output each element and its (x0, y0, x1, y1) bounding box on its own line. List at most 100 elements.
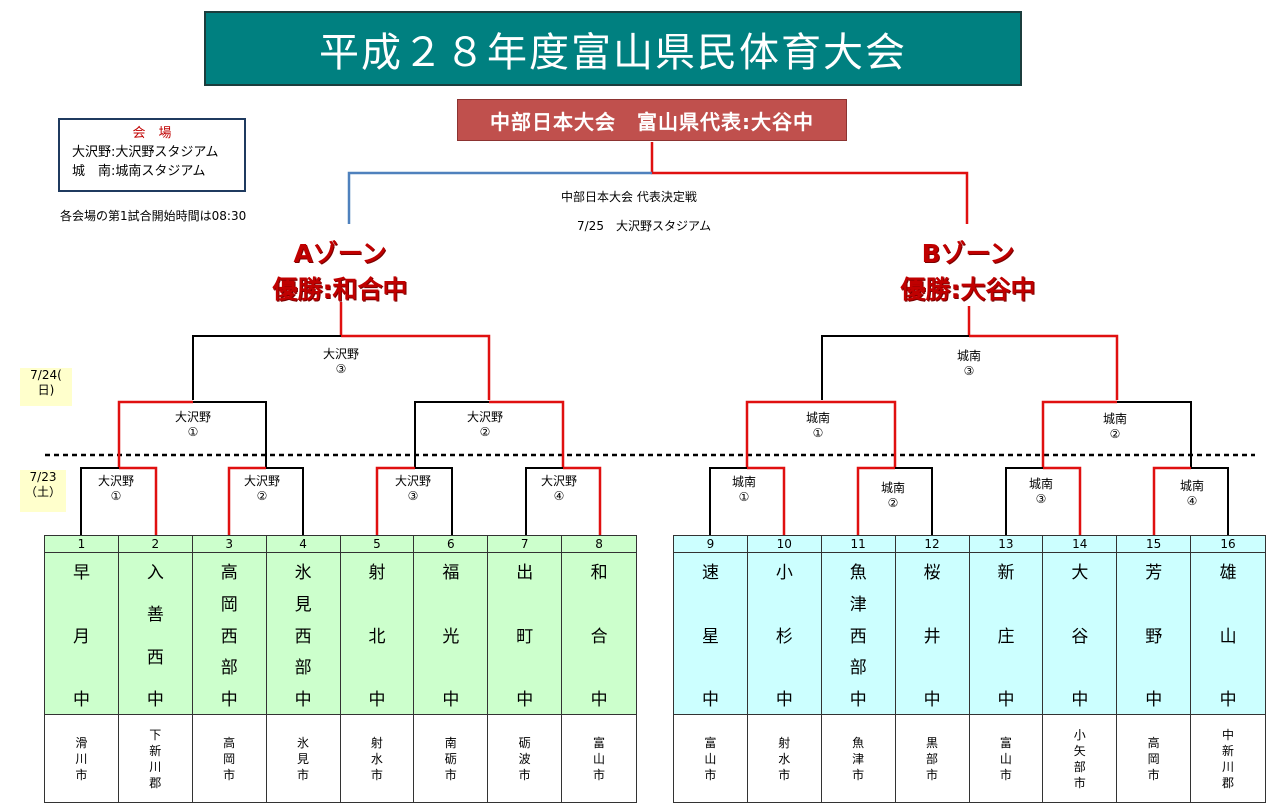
venue-legend-title: 会 場 (132, 126, 172, 141)
team-name-char: 部 (220, 658, 238, 679)
team-name-char: 西 (849, 626, 867, 647)
team-city-char: 新 (149, 743, 162, 758)
b-m4-right (1191, 467, 1229, 535)
team-name-char: 高 (220, 563, 238, 583)
match-number: ② (479, 425, 491, 439)
team-city: 射水市 (747, 715, 821, 802)
b-sf1-left (745, 400, 822, 467)
team-city-char: 市 (297, 767, 310, 782)
team-city-char: 射 (778, 735, 791, 750)
team-name: 高岡西部中 (192, 553, 266, 715)
b-f-right (969, 334, 1119, 400)
a-m2-right (266, 467, 304, 535)
team-number: 13 (969, 536, 1043, 553)
match-venue: 大沢野 (466, 410, 503, 424)
team-city-char: 氷 (297, 735, 310, 750)
team-name-char: 西 (146, 647, 164, 668)
team-city: 南砺市 (414, 715, 488, 802)
team-name-char: 庄 (997, 626, 1015, 647)
match-number: ③ (407, 489, 419, 503)
team-name-char: 杉 (775, 626, 793, 647)
team-name-char: 中 (1145, 690, 1163, 710)
team-number: 2 (118, 536, 192, 553)
b-sf2-right (1117, 401, 1192, 467)
team-name-char: 北 (368, 626, 386, 647)
team-city-char: 高 (223, 735, 236, 750)
team-name-char: 新 (997, 563, 1015, 583)
team-city: 黒部市 (895, 715, 969, 802)
team-name: 魚津西部中 (821, 553, 895, 715)
match-venue: 大沢野 (394, 474, 431, 488)
match-venue: 城南 (1102, 412, 1127, 426)
team-city-char: 山 (704, 751, 717, 766)
team-city-char: 砺 (444, 751, 457, 766)
team-name-char: 福 (442, 563, 460, 583)
b-m2-right (895, 467, 933, 535)
team-city-char: 水 (370, 751, 383, 766)
team-name-char: 射 (368, 563, 386, 583)
match-number: ④ (553, 489, 565, 503)
team-city: 富山市 (562, 715, 636, 802)
team-city: 高岡市 (192, 715, 266, 802)
team-name-char: 谷 (1071, 626, 1089, 647)
team-city-char: 市 (593, 767, 606, 782)
team-city-char: 川 (1222, 759, 1235, 774)
team-city-char: 市 (704, 767, 717, 782)
team-city-char: 滑 (75, 735, 88, 750)
match-number: ③ (963, 364, 975, 378)
team-city-char: 富 (999, 735, 1012, 750)
team-name-char: 中 (516, 690, 534, 710)
team-name-char: 部 (849, 658, 867, 679)
team-number: 5 (340, 536, 414, 553)
team-city-char: 富 (704, 735, 717, 750)
team-city-char: 市 (370, 767, 383, 782)
team-city-char: 見 (297, 751, 310, 766)
team-number: 6 (414, 536, 488, 553)
a-f-left (192, 335, 341, 400)
team-name-char: 中 (442, 690, 460, 710)
venue-legend-line: 城 南:城南スタジアム (72, 164, 206, 179)
team-city: 氷見市 (266, 715, 340, 802)
match-venue: 大沢野 (243, 474, 280, 488)
team-city-char: 下 (149, 727, 162, 742)
team-number: 3 (192, 536, 266, 553)
team-name-char: 光 (442, 626, 460, 647)
match-venue: 城南 (1028, 477, 1053, 491)
team-number: 7 (488, 536, 562, 553)
b-m1-right (747, 466, 786, 535)
match-number: ① (812, 426, 824, 440)
team-name-char: 中 (849, 690, 867, 710)
a-sf1-left (117, 400, 193, 467)
team-number: 15 (1117, 536, 1191, 553)
a-sf1-right (193, 401, 267, 467)
team-name-char: 速 (701, 563, 719, 583)
team-name-char: 中 (775, 690, 793, 710)
team-name-char: 中 (1219, 690, 1237, 710)
team-city-char: 市 (75, 767, 88, 782)
match-venue: 大沢野 (174, 410, 211, 424)
champion-banner: 中部日本大会 富山県代表:大谷中 (457, 99, 847, 141)
team-name-char: 氷 (294, 563, 312, 583)
team-city: 高岡市 (1117, 715, 1191, 802)
team-city: 滑川市 (45, 715, 118, 802)
team-city-char: 富 (593, 735, 606, 750)
a-sf2-left (414, 401, 489, 467)
team-name-char: 入 (146, 563, 164, 583)
team-name: 射北中 (340, 553, 414, 715)
team-name-char: 中 (923, 690, 941, 710)
match-number: ② (887, 496, 899, 510)
